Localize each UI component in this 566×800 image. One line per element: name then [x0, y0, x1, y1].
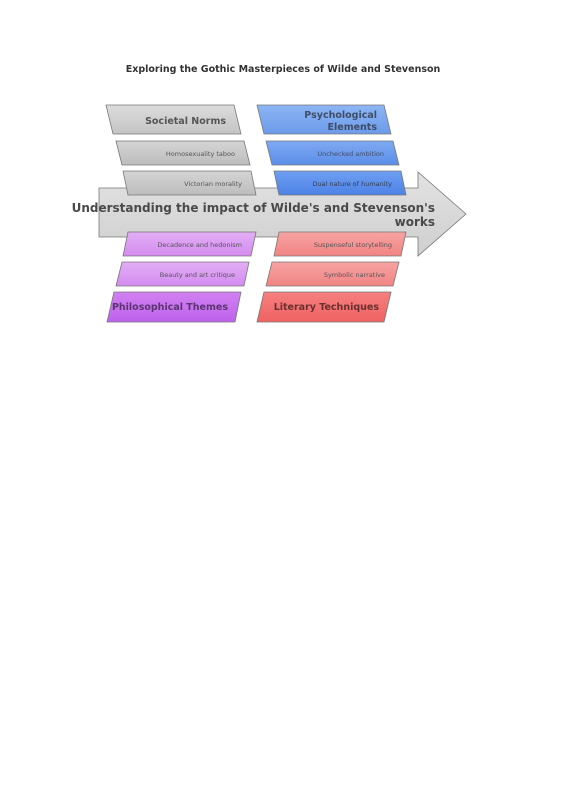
diagram-title: Exploring the Gothic Masterpieces of Wil… — [125, 64, 441, 75]
category-item-box — [122, 170, 257, 196]
category-item-box — [273, 231, 407, 257]
category-header-label: Societal Norms — [145, 116, 226, 127]
category-literary-techniques: Suspenseful storytelling Symbolic narrat… — [256, 231, 407, 323]
category-header-label: Literary Techniques — [274, 302, 380, 313]
category-item-box — [115, 140, 251, 166]
category-item-label: Beauty and art critique — [160, 271, 235, 279]
category-header-box — [106, 291, 242, 323]
category-item-box — [122, 231, 257, 257]
spine-label-line2: works — [395, 215, 435, 229]
category-item-box — [115, 261, 250, 287]
category-item-box — [265, 261, 400, 287]
category-item-label: Victorian morality — [184, 180, 242, 188]
category-item-label: Symbolic narrative — [324, 271, 385, 279]
category-header-label: Philosophical Themes — [112, 302, 228, 313]
category-header-label-line2: Elements — [328, 122, 378, 133]
category-header-box — [256, 104, 392, 135]
category-psychological-elements: Psychological Elements Unchecked ambitio… — [256, 104, 407, 196]
spine-label-line1: Understanding the impact of Wilde's and … — [72, 201, 435, 215]
category-item-label: Homosexuality taboo — [166, 150, 235, 158]
category-item-label: Dual nature of humanity — [312, 180, 392, 188]
category-header-box — [256, 291, 392, 323]
category-header-label-line1: Psychological — [304, 110, 377, 121]
category-philosophical-themes: Decadence and hedonism Beauty and art cr… — [106, 231, 257, 323]
category-header-box — [105, 104, 242, 135]
category-item-label: Unchecked ambition — [317, 150, 384, 158]
category-item-label: Suspenseful storytelling — [314, 241, 392, 249]
category-item-label: Decadence and hedonism — [157, 241, 242, 249]
category-item-box — [265, 140, 400, 166]
category-item-box — [273, 170, 407, 196]
category-societal-norms: Societal Norms Homosexuality taboo Victo… — [105, 104, 257, 196]
